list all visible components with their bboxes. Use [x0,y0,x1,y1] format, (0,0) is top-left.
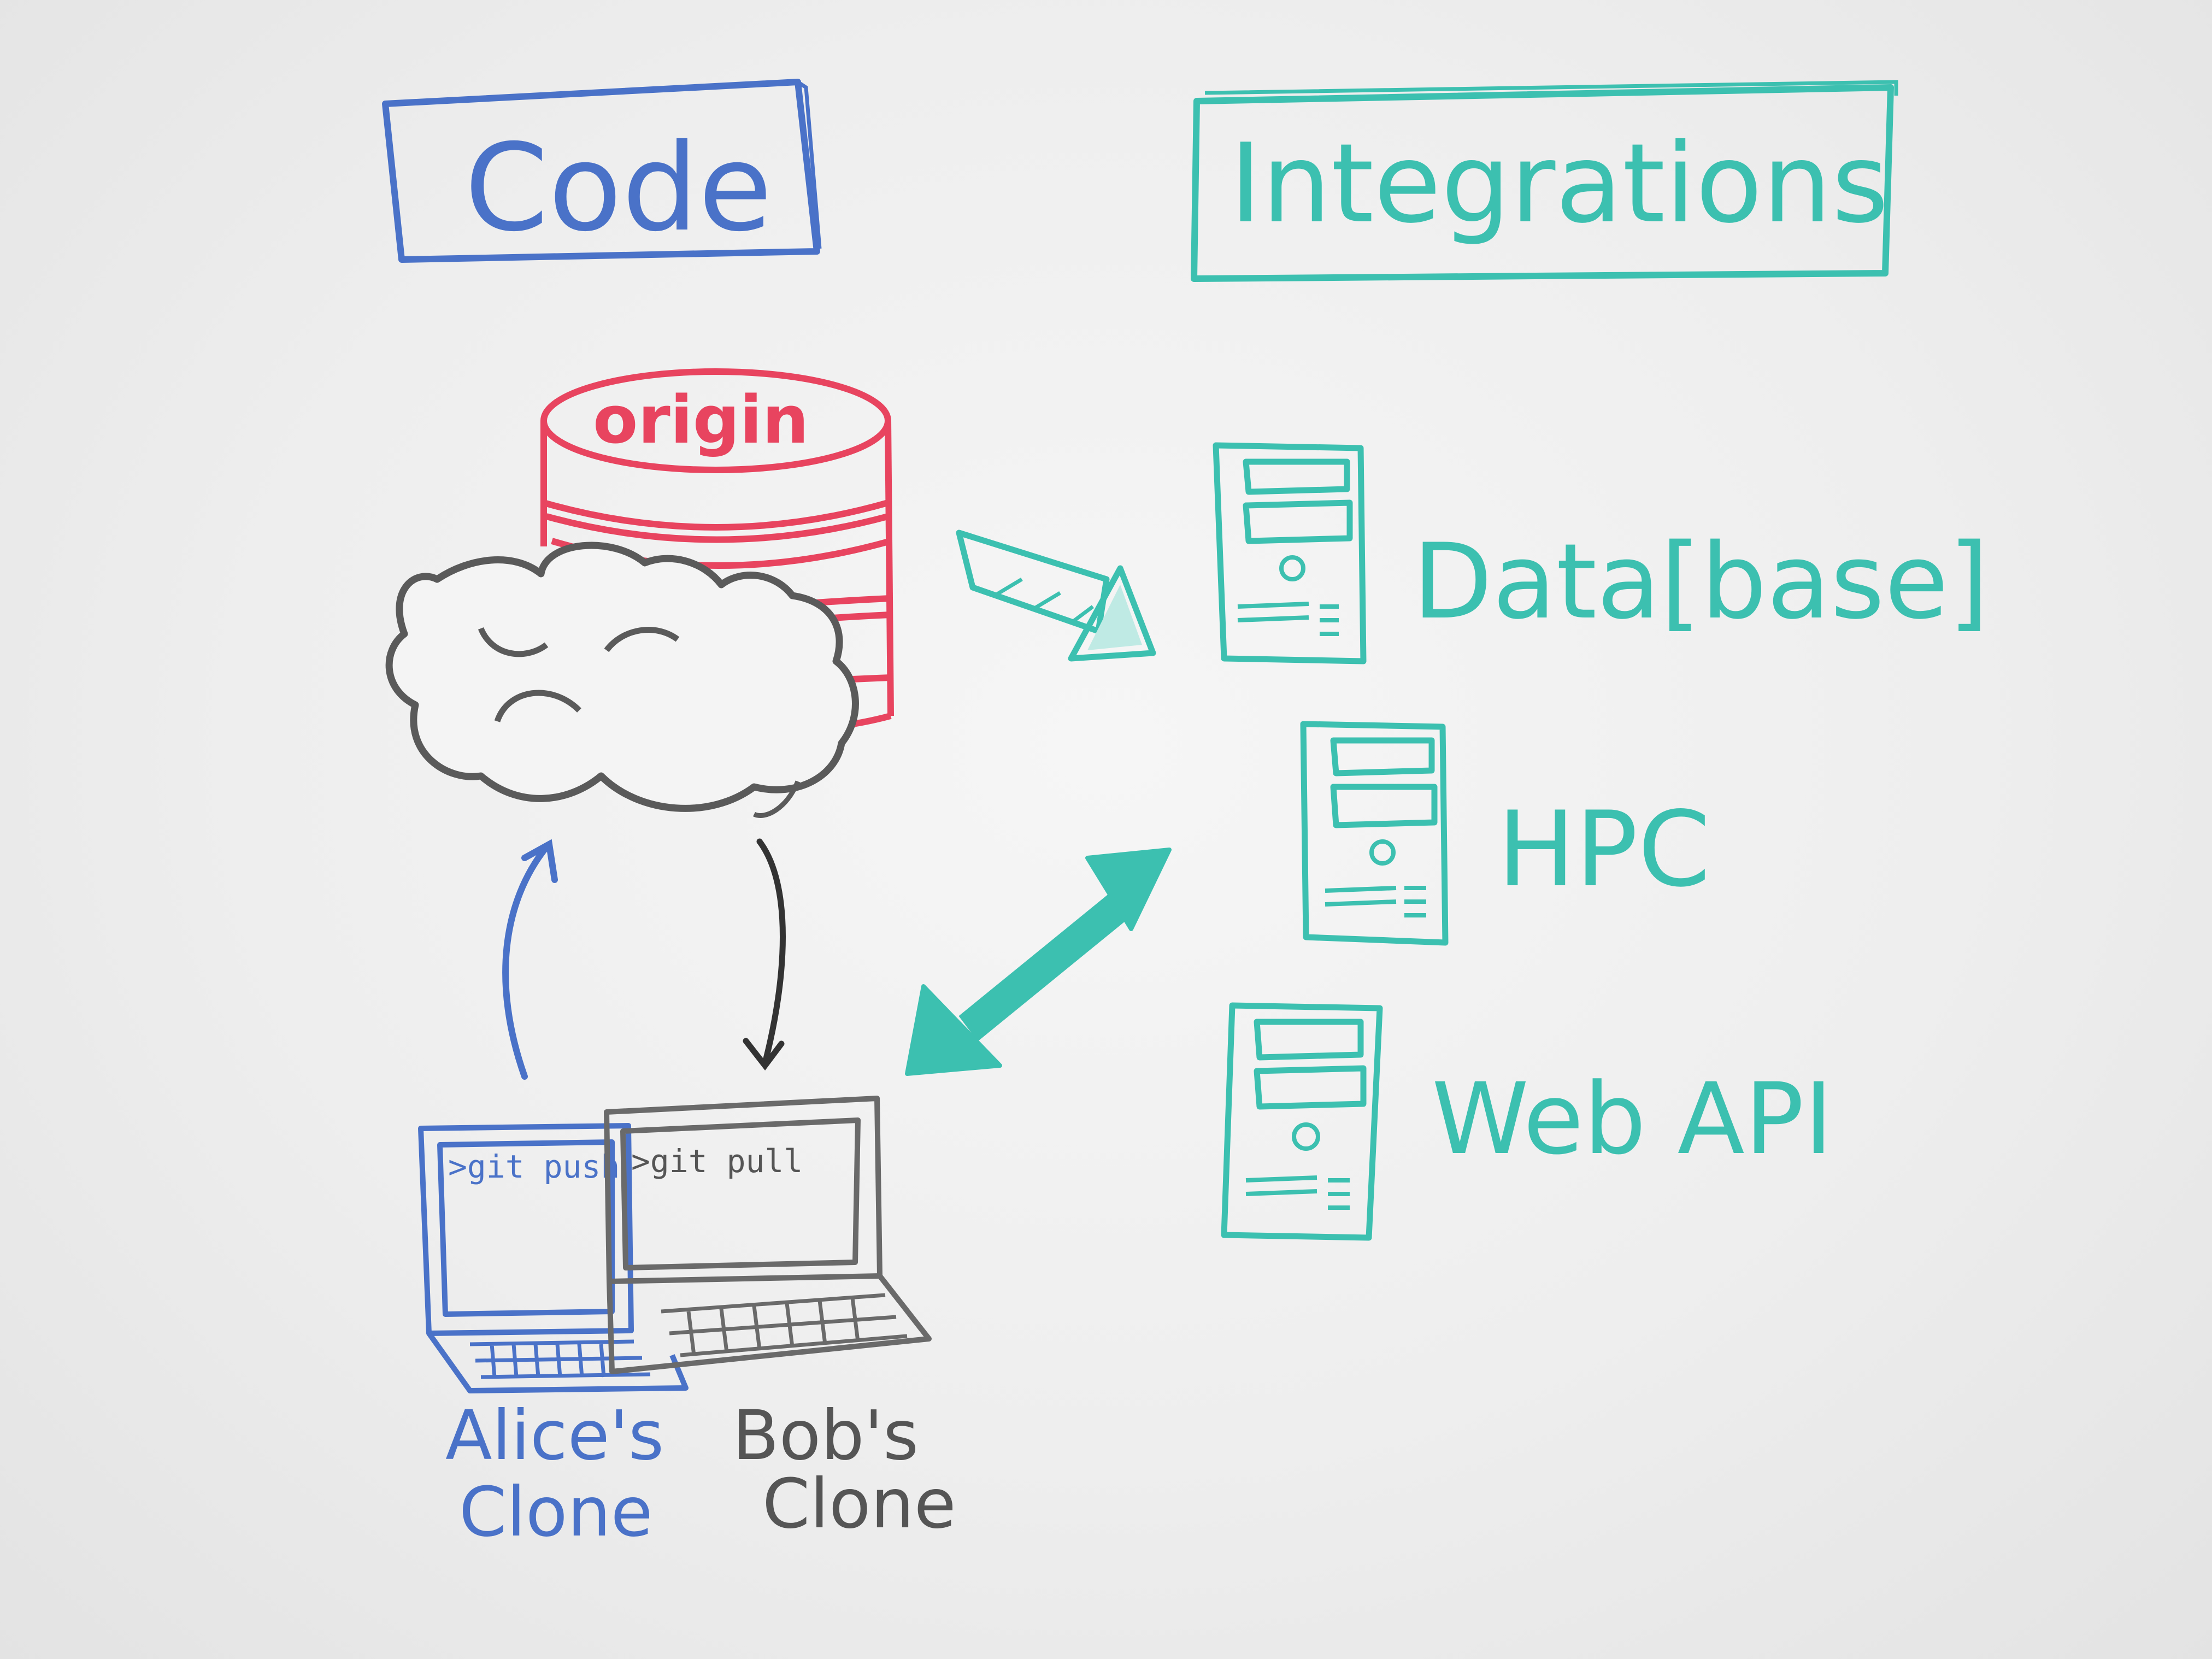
origin-database-ring-1b [545,513,889,543]
alice-clone-label-line1: Alice's [445,1396,664,1475]
integrations-heading: Integrations [1191,80,1898,282]
web-api-server-vents [1245,1175,1350,1210]
origin-to-database-arrow [956,530,1156,662]
bob-laptop-keys [661,1293,908,1357]
web-api-server-bay-2 [1254,1065,1367,1110]
laptops-to-hpc-double-arrow-head-top [1085,848,1172,931]
alice-laptop-command: >git push [448,1148,620,1185]
origin-database-ring-1 [543,499,889,531]
web-api-server-bay-1 [1254,1019,1364,1061]
web-api-server-icon [1221,1002,1383,1241]
database-server-vents [1237,602,1339,636]
pull-arrow [743,838,786,1071]
origin-to-database-arrow-hatch [993,577,1095,625]
bob-laptop-base [607,1274,932,1374]
cloud-inner-curve-2 [494,690,581,722]
web-api-server-body [1221,1002,1383,1241]
laptops-to-hpc-double-arrow [905,848,1172,1076]
hpc-server-bay-2 [1330,784,1438,828]
code-heading-box [382,79,820,263]
hpc-server-body [1300,721,1449,946]
push-arrow-shaft [502,844,550,1080]
origin-database-side-right [885,420,894,716]
database-server-label: Data[base] [1413,521,1989,642]
laptops-to-hpc-double-arrow-shaft [958,893,1129,1042]
code-heading: Code [382,79,822,263]
code-heading-box-shadow [797,80,822,249]
pull-arrow-head [743,1038,785,1071]
hpc-server-bay-1 [1330,737,1435,776]
alice-laptop [418,1123,689,1393]
alice-clone-label-line2: Clone [459,1473,653,1552]
database-server-bay-2 [1243,499,1353,544]
database-server-button [1279,555,1305,581]
hpc-server-label: HPC [1497,789,1710,910]
integrations-heading-box-shadow [1204,80,1898,96]
push-arrow-head [521,839,558,883]
origin-to-database-arrow-shaft [956,530,1110,634]
database-server-icon [1213,442,1367,664]
hpc-server-vents [1325,886,1426,917]
bob-laptop [604,1096,932,1374]
cloud-shadow [752,780,801,818]
alice-laptop-base [426,1332,689,1393]
origin-to-database-arrow-head-fill [1087,585,1142,650]
origin-label: origin [593,383,809,458]
origin-to-database-arrow-head [1068,565,1156,662]
web-api-server-button [1292,1122,1320,1151]
cloud-icon [385,542,859,818]
cloud-inner-curve-1 [478,627,549,657]
web-api-server-label: Web API [1432,1062,1833,1176]
code-heading-text: Code [464,118,772,258]
hpc-server-icon [1300,721,1449,946]
bob-laptop-screen [620,1117,861,1270]
alice-laptop-lid [418,1123,634,1336]
push-arrow [502,839,558,1080]
cloud-inner-curve-3 [604,627,680,652]
cloud-outline [385,542,859,812]
integrations-heading-text: Integrations [1229,120,1889,248]
hpc-server-button [1369,839,1396,866]
pull-arrow-shaft [756,838,786,1066]
database-server-body [1213,442,1367,664]
bob-clone-label-line2: Clone [762,1464,956,1544]
bob-clone-label-line1: Bob's [732,1396,919,1475]
integrations-heading-box [1191,84,1894,282]
laptops-to-hpc-double-arrow-head-bottom [905,984,1002,1076]
bob-laptop-command: >git pull [631,1143,803,1180]
alice-laptop-keys [469,1339,651,1379]
database-server-bay-1 [1243,458,1350,495]
